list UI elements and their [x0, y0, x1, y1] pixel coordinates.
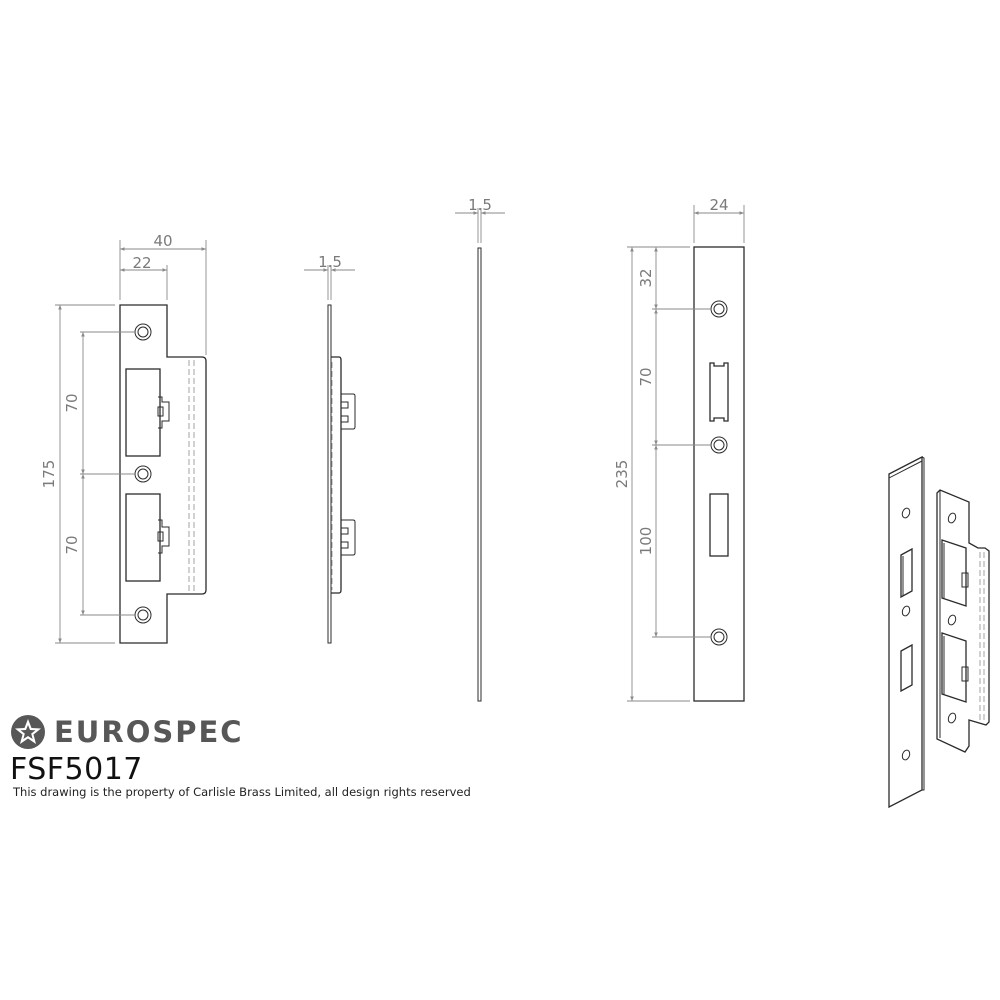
front-strike-view: 40 22 175 70 70: [40, 232, 207, 644]
front-forend-view: 24 235 32 70 100: [613, 196, 745, 702]
isometric-view: [888, 455, 990, 809]
dim-forend-upper-pitch: 70: [637, 367, 655, 386]
dim-upper-pitch: 70: [63, 393, 81, 412]
dim-plate-width: 22: [132, 254, 151, 272]
dim-overall-height: 175: [40, 460, 58, 489]
brand-block: EUROSPEC: [10, 714, 244, 750]
copyright-notice: This drawing is the property of Carlisle…: [13, 785, 471, 799]
dim-forend-thickness: 1.5: [468, 196, 492, 214]
dim-overall-width: 40: [153, 232, 172, 250]
product-code: FSF5017: [10, 752, 143, 787]
brand-name: EUROSPEC: [54, 715, 244, 749]
dim-top-to-hole: 32: [637, 268, 655, 287]
dim-strike-thickness: 1.5: [318, 253, 342, 271]
side-strike-view: 1.5: [304, 253, 356, 644]
dim-lower-pitch: 70: [63, 535, 81, 554]
side-forend-view: 1.5: [455, 196, 505, 702]
dim-forend-width: 24: [709, 196, 728, 214]
dim-forend-height: 235: [613, 460, 631, 489]
dim-forend-lower-pitch: 100: [637, 527, 655, 556]
star-in-circle-icon: [11, 715, 45, 749]
